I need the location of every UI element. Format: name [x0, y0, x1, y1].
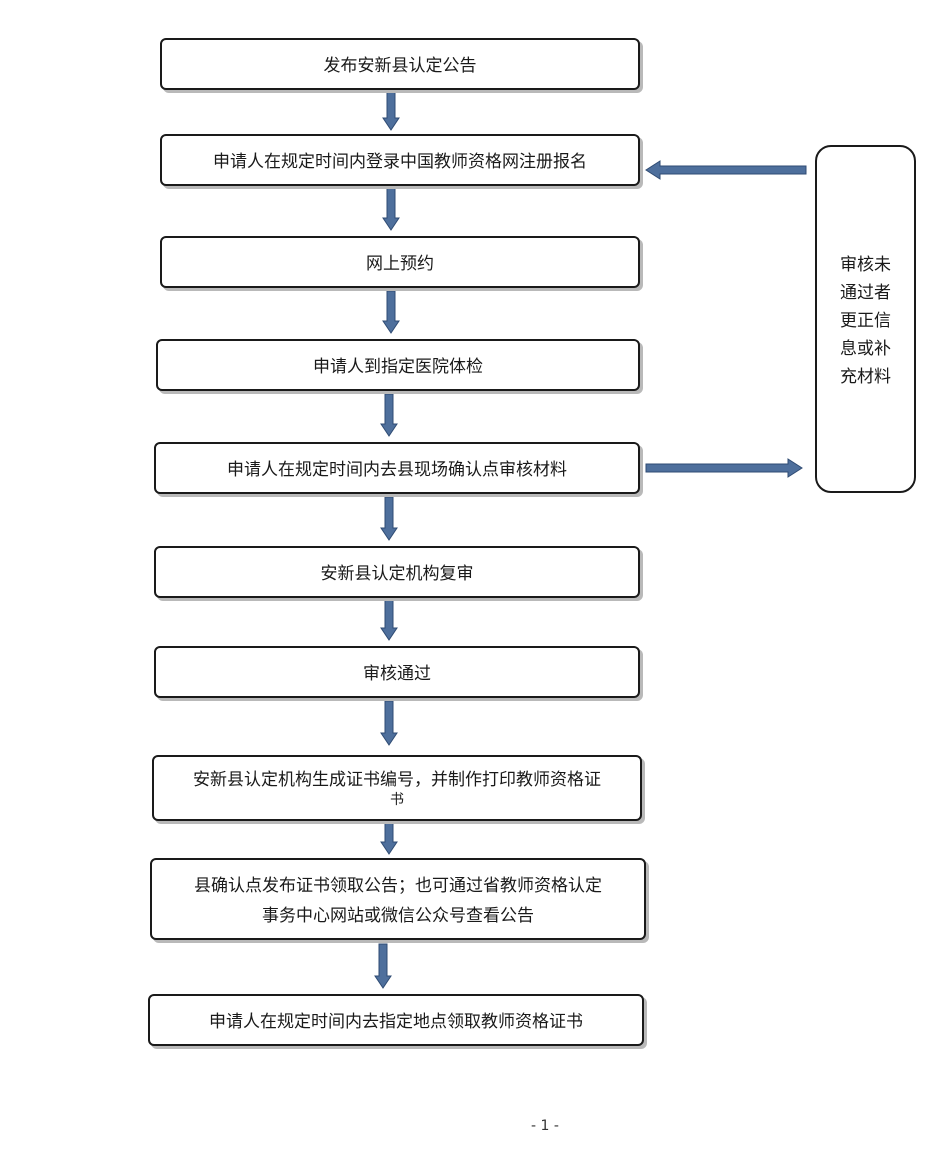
step-online-appointment: 网上预约 — [160, 236, 640, 288]
step-label-continued: 书 — [390, 792, 404, 808]
step-label: 审核通过 — [363, 664, 431, 684]
step-label: 申请人在规定时间内登录中国教师资格网注册报名 — [213, 152, 587, 172]
down-arrow — [380, 700, 398, 746]
side-note-line: 通过者 — [840, 283, 891, 303]
down-arrow — [382, 187, 400, 231]
step-label-continued: 事务中心网站或微信公众号查看公告 — [262, 906, 534, 926]
step-label: 申请人到指定医院体检 — [313, 357, 483, 377]
step-medical-exam: 申请人到指定医院体检 — [156, 339, 640, 391]
down-arrow — [380, 817, 398, 855]
side-note-failed-review: 审核未 通过者 更正信 息或补 充材料 — [815, 145, 916, 493]
left-arrow-to-registration — [645, 160, 807, 180]
step-authority-recheck: 安新县认定机构复审 — [154, 546, 640, 598]
step-label: 安新县认定机构复审 — [320, 564, 474, 584]
down-arrow — [382, 91, 400, 131]
step-online-registration: 申请人在规定时间内登录中国教师资格网注册报名 — [160, 134, 640, 186]
step-review-passed: 审核通过 — [154, 646, 640, 698]
down-arrow — [382, 290, 400, 334]
step-label: 申请人在规定时间内去指定地点领取教师资格证书 — [209, 1012, 583, 1032]
step-collect-certificate: 申请人在规定时间内去指定地点领取教师资格证书 — [148, 994, 644, 1046]
down-arrow — [380, 599, 398, 641]
step-onsite-review: 申请人在规定时间内去县现场确认点审核材料 — [154, 442, 640, 494]
side-note-line: 更正信 — [840, 311, 891, 331]
page-number: - 1 - — [531, 1118, 559, 1134]
right-arrow-to-side-note — [645, 458, 803, 478]
step-label: 县确认点发布证书领取公告；也可通过省教师资格认定 — [194, 876, 602, 896]
step-publish-announcement: 发布安新县认定公告 — [160, 38, 640, 90]
down-arrow — [380, 496, 398, 541]
side-note-line: 息或补 — [840, 339, 891, 359]
step-label: 网上预约 — [366, 254, 434, 274]
side-note-line: 充材料 — [840, 367, 891, 387]
down-arrow — [380, 393, 398, 437]
step-generate-certificate: 安新县认定机构生成证书编号，并制作打印教师资格证 书 — [152, 755, 642, 821]
down-arrow — [374, 943, 392, 989]
step-label: 申请人在规定时间内去县现场确认点审核材料 — [227, 460, 567, 480]
side-note-line: 审核未 — [840, 255, 891, 275]
step-label: 安新县认定机构生成证书编号，并制作打印教师资格证 — [193, 770, 601, 790]
step-publish-pickup-notice: 县确认点发布证书领取公告；也可通过省教师资格认定 事务中心网站或微信公众号查看公… — [150, 858, 646, 940]
step-label: 发布安新县认定公告 — [323, 56, 477, 76]
